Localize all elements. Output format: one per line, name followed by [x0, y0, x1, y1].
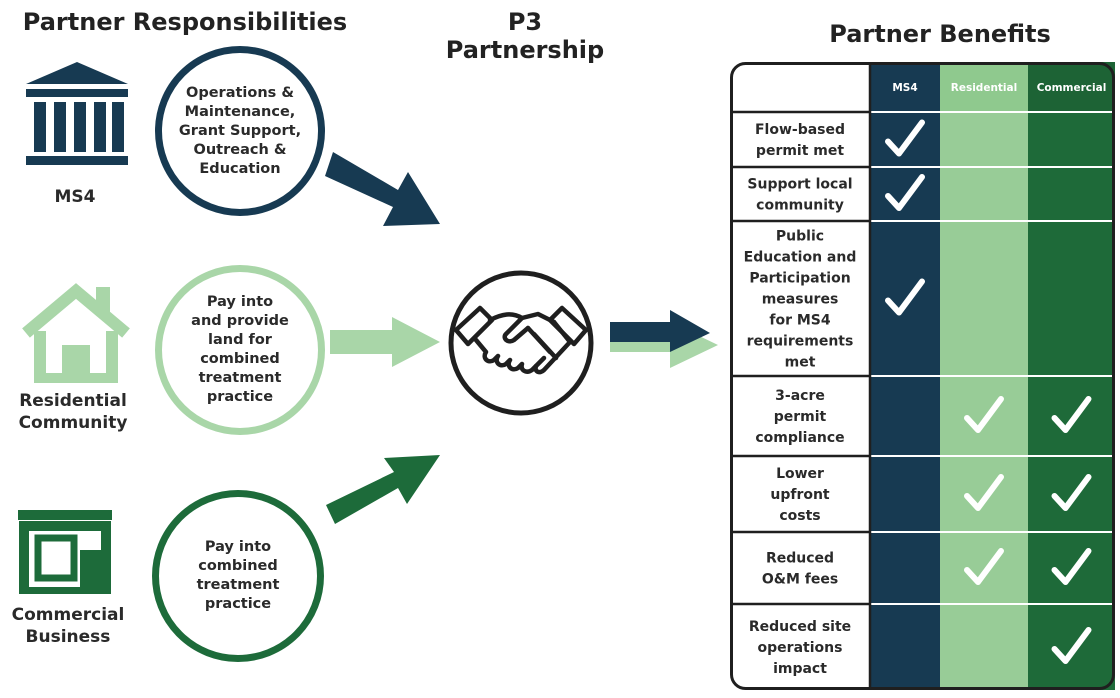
arrow-commercial: [326, 455, 440, 524]
checkmark-icon: [964, 396, 1004, 433]
responsibility-text-ms4: Operations & Maintenance, Grant Support,…: [178, 84, 302, 177]
checkmark-icon: [1051, 627, 1092, 664]
partner-label-residential: Residential Community: [18, 391, 128, 433]
responsibility-text-commercial: Pay into combined treatment practice: [196, 539, 280, 612]
checkmark-icon: [1051, 548, 1092, 585]
heading-partner-benefits: Partner Benefits: [829, 20, 1051, 48]
arrow-to-benefits: [610, 310, 718, 368]
handshake-icon: [448, 270, 594, 416]
checkmark-icon: [885, 278, 925, 316]
column-header-commercial: Commercial: [1037, 82, 1107, 94]
column-header-bg-1: [940, 62, 1028, 112]
heading-partner-responsibilities: Partner Responsibilities: [22, 8, 348, 36]
responsibility-circle-ms4: Operations & Maintenance, Grant Support,…: [155, 46, 325, 216]
partner-label-commercial: Commercial Business: [11, 605, 125, 647]
responsibility-text-residential: Pay into and provide land for combined t…: [191, 294, 289, 405]
checkmark-icon: [1051, 396, 1092, 433]
storefront-icon: [18, 510, 112, 594]
arrow-ms4: [325, 152, 440, 226]
government-building-icon: [26, 62, 128, 165]
checkmark-icon: [964, 474, 1004, 511]
checkmark-icon: [1051, 474, 1092, 511]
house-icon: [22, 283, 130, 383]
partner-label-ms4: MS4: [54, 187, 96, 207]
benefits-table-frame: [730, 62, 1115, 690]
checkmark-icon: [885, 119, 925, 157]
checkmark-icon: [964, 548, 1004, 585]
column-header-ms4: MS4: [892, 82, 917, 94]
checkmark-icon: [885, 174, 925, 211]
column-header-bg-2: [1028, 62, 1115, 112]
column-header-bg-0: [870, 62, 940, 112]
column-header-residential: Residential: [951, 82, 1017, 94]
heading-p3-partnership: P3 Partnership: [445, 8, 605, 64]
arrow-residential: [330, 317, 440, 367]
responsibility-circle-residential: Pay into and provide land for combined t…: [155, 265, 325, 435]
responsibility-circle-commercial: Pay into combined treatment practice: [152, 490, 324, 662]
